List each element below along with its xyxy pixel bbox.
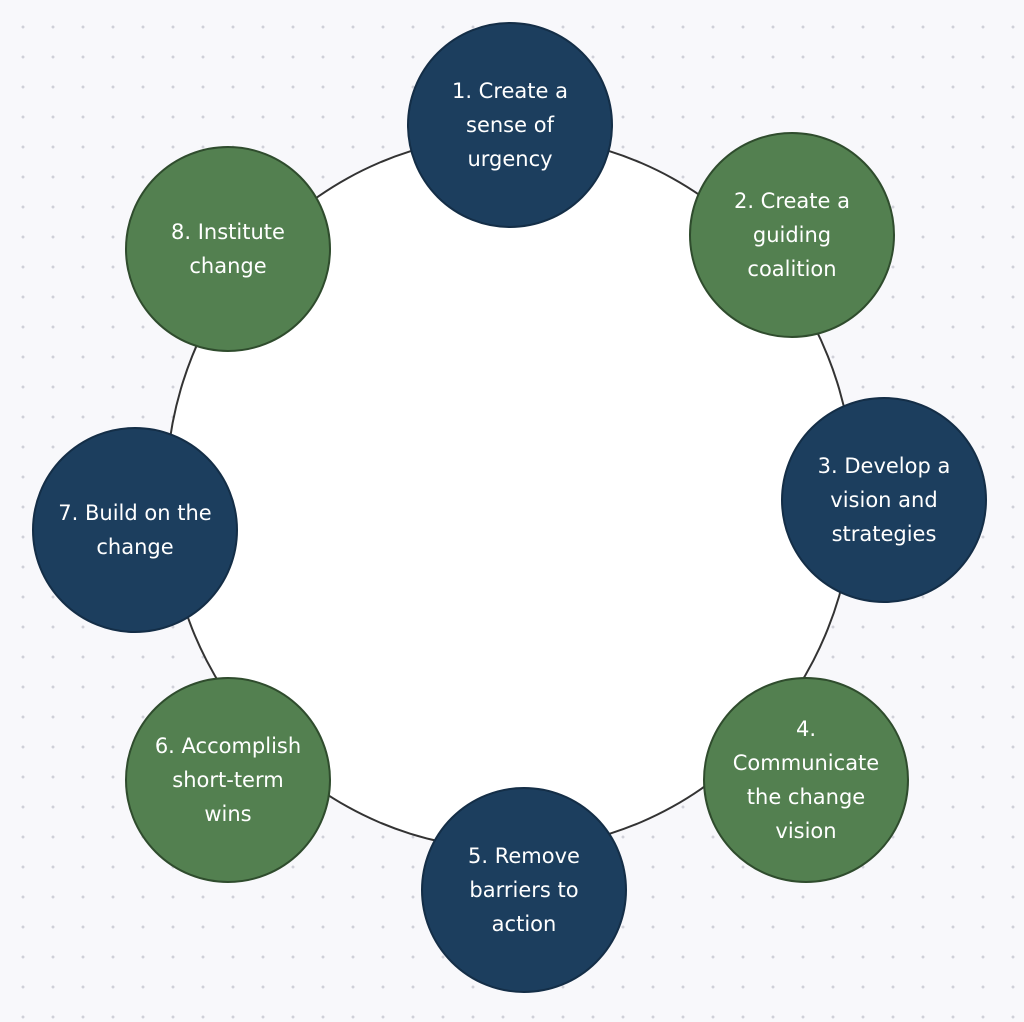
step-2-label: 2. Create a guiding coalition [733,189,851,281]
step-3-label: 3. Develop a vision and strategies [817,454,951,546]
step-7-node: 7. Build on the change [32,427,238,633]
step-1-node: 1. Create a sense of urgency [407,22,613,228]
step-5-node: 5. Remove barriers to action [421,787,627,993]
step-1-label: 1. Create a sense of urgency [451,79,569,171]
step-2-node: 2. Create a guiding coalition [689,132,895,338]
step-4-node: 4. Communicate the change vision [703,677,909,883]
step-8-node: 8. Institute change [125,146,331,352]
step-6-node: 6. Accomplish short-term wins [125,677,331,883]
step-5-label: 5. Remove barriers to action [468,844,580,936]
step-3-node: 3. Develop a vision and strategies [781,397,987,603]
step-6-label: 6. Accomplish short-term wins [154,734,302,826]
step-8-label: 8. Institute change [171,220,285,278]
step-7-label: 7. Build on the change [58,501,212,559]
step-4-label: 4. Communicate the change vision [732,717,880,843]
